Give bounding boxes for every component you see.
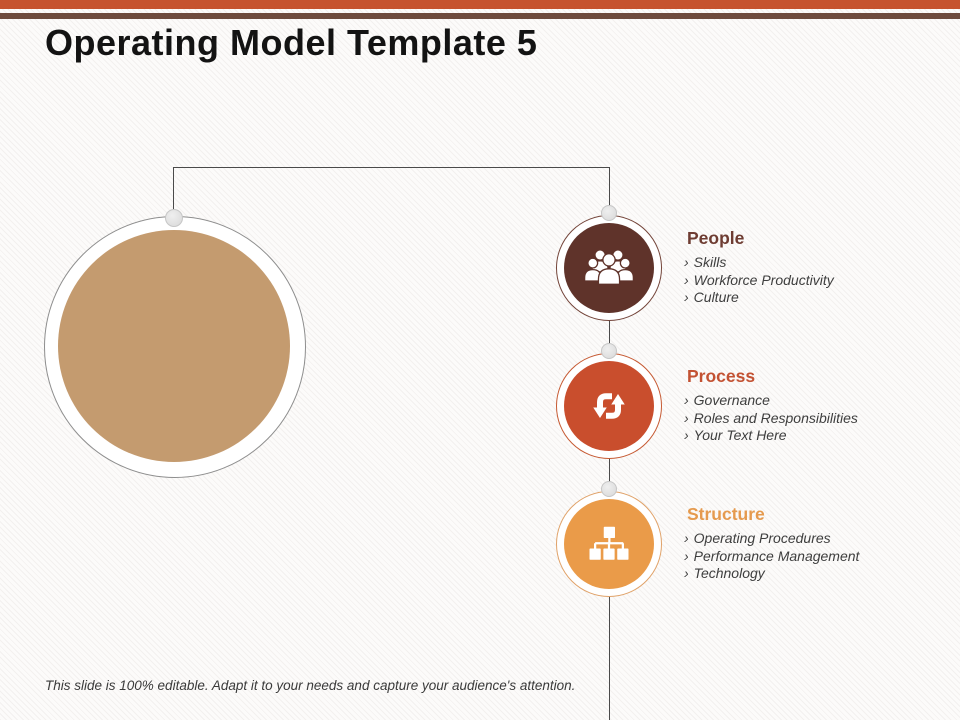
bullet-item: ›Technology	[684, 565, 956, 583]
sync-arrows-icon	[593, 393, 625, 419]
people-text-block: People ›Skills ›Workforce Productivity ›…	[684, 228, 956, 307]
bullet-text: Your Text Here	[693, 427, 787, 443]
process-circle-ring	[556, 353, 662, 459]
process-heading: Process	[687, 366, 756, 386]
chevron-bullet-icon: ›	[684, 392, 689, 408]
top-accent-bar	[0, 0, 960, 9]
footer-note: This slide is 100% editable. Adapt it to…	[45, 678, 576, 693]
main-circle-ring	[44, 216, 306, 478]
connector-dot-people	[601, 205, 617, 221]
bullet-text: Culture	[693, 289, 739, 305]
bullet-item: ›Roles and Responsibilities	[684, 410, 956, 428]
people-group-icon	[583, 250, 635, 285]
bullet-item: ›Your Text Here	[684, 427, 956, 445]
bullet-item: ›Skills	[684, 254, 956, 272]
people-circle-ring	[556, 215, 662, 321]
bullet-item: ›Governance	[684, 392, 956, 410]
connector-left-vertical-line	[173, 167, 174, 221]
chevron-bullet-icon: ›	[684, 254, 689, 270]
connector-dot-main	[165, 209, 183, 227]
bullet-text: Governance	[693, 392, 770, 408]
bullet-text: Roles and Responsibilities	[693, 409, 858, 426]
chevron-bullet-icon: ›	[684, 530, 689, 546]
process-circle	[564, 361, 654, 451]
secondary-accent-line	[0, 13, 960, 19]
bullet-text: Performance Management	[693, 547, 860, 564]
chevron-bullet-icon: ›	[684, 409, 689, 426]
chevron-bullet-icon: ›	[684, 427, 689, 443]
chevron-bullet-icon: ›	[684, 565, 689, 581]
structure-circle-ring	[556, 491, 662, 597]
slide-title: Operating Model Template 5	[45, 22, 538, 63]
main-circle	[58, 230, 290, 462]
bullet-text: Technology	[693, 565, 765, 581]
chevron-bullet-icon: ›	[684, 289, 689, 305]
connector-dot-structure	[601, 481, 617, 497]
bullet-item: ›Operating Procedures	[684, 530, 956, 548]
org-chart-icon	[589, 526, 629, 560]
bullet-text: Skills	[693, 254, 727, 270]
bullet-item: ›Performance Management	[684, 548, 956, 566]
people-circle	[564, 223, 654, 313]
structure-circle	[564, 499, 654, 589]
structure-heading: Structure	[687, 504, 765, 524]
bullet-text: Operating Procedures	[693, 530, 831, 546]
chevron-bullet-icon: ›	[684, 271, 689, 288]
process-text-block: Process ›Governance ›Roles and Responsib…	[684, 366, 956, 445]
connector-horizontal-line	[173, 167, 610, 168]
chevron-bullet-icon: ›	[684, 547, 689, 564]
bullet-text: Workforce Productivity	[693, 271, 834, 288]
connector-dot-process	[601, 343, 617, 359]
bullet-item: ›Workforce Productivity	[684, 272, 956, 290]
bullet-item: ›Culture	[684, 289, 956, 307]
structure-text-block: Structure ›Operating Procedures ›Perform…	[684, 504, 956, 583]
people-heading: People	[687, 228, 745, 248]
